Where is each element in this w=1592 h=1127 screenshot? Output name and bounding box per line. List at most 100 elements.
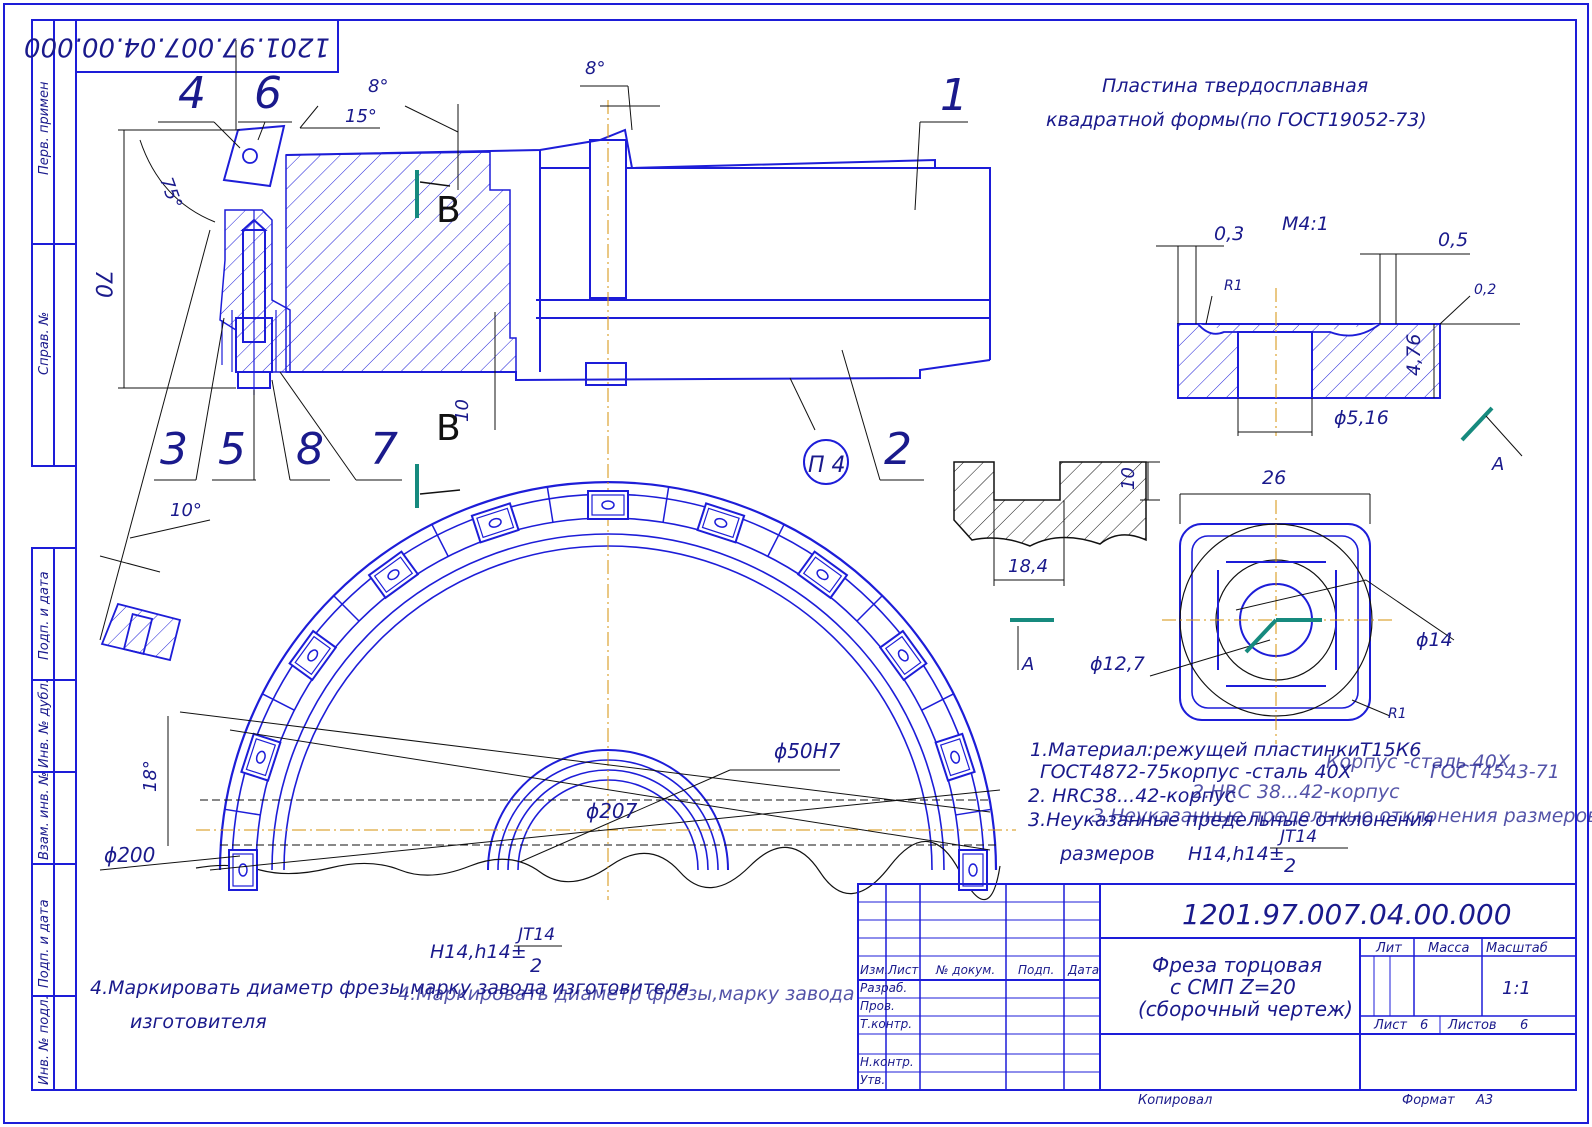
insert-pocket (958, 849, 988, 891)
tb-name-2: с СМП Z=20 (1170, 975, 1296, 999)
insert-pocket (587, 490, 629, 520)
dim-18deg: 18° (140, 760, 161, 792)
title-block: 1201.97.007.04.00.000 Фреза торцовая с С… (857, 883, 1577, 1108)
view-label-a2: А (1021, 654, 1034, 675)
note-1b: ГОСТ4872-75корпус -сталь 40Х (1040, 761, 1353, 783)
plan-inserts (224, 486, 992, 891)
tb-copied: Копировал (1138, 1093, 1212, 1108)
callout-7: 7 (370, 424, 398, 475)
tb-sheet-val: 6 (1420, 1018, 1428, 1033)
detail-10deg: 10° (99, 500, 211, 662)
dim-8deg-b: 8° (585, 58, 605, 79)
view-label-a: А (1491, 454, 1504, 475)
tb-lit: Лит (1375, 941, 1402, 956)
note-3-frac-top: JT14 (1277, 827, 1317, 847)
dim-10-b: 10 (1118, 467, 1139, 490)
note-overlay-2: ГОСТ4543-71 (1430, 761, 1560, 783)
dim-p4: П 4 (808, 453, 846, 478)
scale-label: M4:1 (1282, 213, 1329, 235)
dim-26: 26 (1262, 467, 1286, 489)
tb-col-dokum: № докум. (935, 963, 995, 977)
note-4b: изготовителя (130, 1011, 267, 1033)
note-3c: H14,h14± (1188, 843, 1285, 865)
insert-note-2: квадратной формы(по ГОСТ19052-73) (1046, 109, 1427, 131)
side-label-perv: Перв. примен (37, 81, 52, 175)
insert-pocket (240, 732, 282, 782)
note-overlay-1: Корпус -сталь 40Х (1326, 751, 1511, 773)
note-h14-top: JT14 (515, 925, 555, 945)
dim-10deg: 10° (170, 500, 202, 521)
callout-3: 3 (160, 424, 188, 475)
tb-sheets-val: 6 (1520, 1018, 1528, 1033)
tb-scale-val: 1:1 (1502, 978, 1531, 999)
side-label-podp1: Подп. и дата (37, 571, 52, 660)
dim-184: 18,4 (1008, 556, 1048, 577)
note-3b: размеров (1059, 843, 1155, 865)
callout-4: 4 (178, 68, 206, 119)
tb-format: Формат (1402, 1093, 1455, 1108)
note-h14-bot: 2 (530, 955, 542, 977)
tb-col-list: Лист (887, 963, 919, 977)
tb-row-prov: Пров. (860, 999, 895, 1013)
dim-d207: ϕ207 (586, 799, 638, 823)
dim-8deg-a: 8° (368, 76, 388, 97)
note-3-frac-bot: 2 (1284, 855, 1296, 877)
tb-mass: Масса (1428, 941, 1469, 956)
side-label-sprav: Справ. № (37, 312, 52, 375)
tb-row-razrab: Разраб. (860, 981, 907, 995)
tech-notes: 1.Материал:режущей пластинкиТ15К6 ГОСТ48… (90, 739, 1592, 1033)
tb-col-izm: Изм. (860, 963, 888, 977)
dim-516: ϕ5,16 (1334, 407, 1389, 429)
side-label-vzam: Взам. инв. № (37, 772, 52, 860)
side-label-dubl: Инв. № дубл. (37, 679, 52, 768)
dim-d200: ϕ200 (104, 843, 155, 867)
dim-05: 0,5 (1438, 229, 1468, 251)
tb-sheet: Лист (1373, 1018, 1407, 1033)
tb-name-3: (сборочный чертеж) (1138, 997, 1353, 1021)
callout-5: 5 (218, 424, 246, 475)
note-1a: 1.Материал:режущей пластинкиТ15К6 (1030, 739, 1421, 761)
insert-pocket (878, 629, 928, 682)
plan-view: ϕ200 ϕ207 ϕ50H7 18° (99, 440, 1016, 901)
tb-format-val: A3 (1475, 1093, 1493, 1108)
insert-pocket (934, 732, 976, 782)
dim-15deg: 15° (345, 106, 377, 127)
insert-note-1: Пластина твердосплавная (1102, 75, 1368, 97)
view-label-b2: В (436, 408, 461, 449)
view-label-b: В (436, 190, 461, 231)
tb-doc-code: 1201.97.007.04.00.000 (1182, 898, 1512, 931)
insert-pocket (796, 550, 849, 600)
note-overlay-4: 3.Неуказанные предельные отклонения разм… (1092, 805, 1592, 827)
tb-col-podp: Подп. (1018, 963, 1054, 977)
tb-row-tkontr: Т.контр. (860, 1017, 912, 1031)
tb-row-nkontr: Н.контр. (860, 1055, 914, 1069)
note-overlay-3: 2.HRC 38...42-корпус (1192, 781, 1400, 803)
tb-sheets: Листов (1447, 1018, 1497, 1033)
tb-col-data: Дата (1067, 963, 1099, 977)
side-label-inv: Инв. № подл. (37, 995, 52, 1085)
dim-02: 0,2 (1474, 282, 1496, 298)
dim-14: ϕ14 (1416, 629, 1453, 651)
insert-detail: Пластина твердосплавная квадратной формы… (953, 75, 1523, 744)
dim-10-a: 10 (452, 399, 473, 422)
tb-name-1: Фреза торцовая (1152, 953, 1322, 977)
callout-6: 6 (254, 68, 282, 119)
note-4a: 4.Маркировать диаметр фрезы,марку завода… (90, 977, 689, 999)
dim-75deg: 75° (155, 175, 186, 212)
dim-r1-a: R1 (1224, 278, 1243, 294)
insert-pocket (367, 550, 420, 600)
dim-d50: ϕ50H7 (774, 739, 841, 763)
side-label-podp2: Подп. и дата (37, 899, 52, 988)
dim-r1-b: R1 (1388, 706, 1407, 722)
tb-row-utv: Утв. (860, 1073, 885, 1087)
insert-pocket (696, 502, 746, 544)
tb-scale: Масштаб (1486, 941, 1548, 956)
note-h14: H14,h14± (430, 941, 527, 963)
dim-03: 0,3 (1214, 223, 1244, 245)
note-3: 3.Неуказанные предельные отклонения (1028, 809, 1434, 831)
sheet-frame: Перв. примен Справ. № Подп. и дата Инв. … (3, 3, 1589, 1124)
section-view: 8° 8° 15° 75° 70 10 В В 4 6 1 2 (90, 40, 991, 641)
callout-8: 8 (296, 424, 324, 475)
dim-70: 70 (90, 270, 115, 298)
